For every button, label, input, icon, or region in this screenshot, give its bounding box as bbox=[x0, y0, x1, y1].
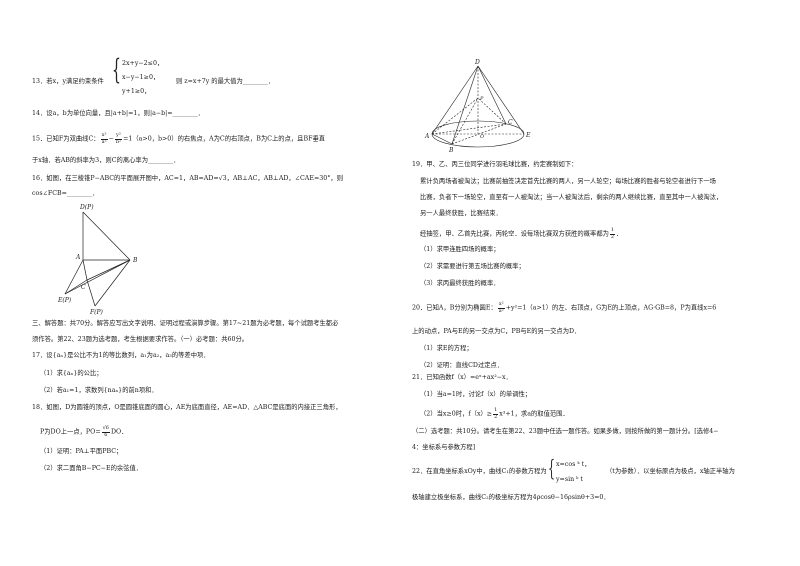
q19-draw-end: ． bbox=[616, 230, 623, 238]
q22-param-y: y=sin ᵏ t bbox=[556, 476, 583, 483]
q16-line-2: cos∠FCB=________． bbox=[32, 190, 99, 197]
q16-label-F: F(P) bbox=[89, 309, 104, 316]
q22-line-1a: 22．在直角坐标系xOy中，曲线C₁的参数方程为 bbox=[412, 468, 547, 475]
q18-line-1: 18．如图，D为圆锥的顶点，O是圆锥底面的圆心，AE为底面直径，AE=AD．△A… bbox=[32, 404, 342, 411]
left-column: 13．若x，y满足约束条件 { 2x+y−2≤0， x−y−1≥0， y+1≥0… bbox=[32, 53, 343, 473]
q15-part-a: 15．已知F为双曲线C： bbox=[32, 135, 100, 143]
q17-part-1: （1）求{aₙ}的公比； bbox=[40, 370, 103, 377]
q18-label-D: D bbox=[474, 59, 480, 66]
q22-line-2: 极轴建立极坐标系，曲线C₂的极坐标方程为4ρcosθ−16ρsinθ+3=0． bbox=[412, 494, 610, 501]
q21-part-2a: （2）当x≥0时，f（x）≥ bbox=[420, 410, 493, 418]
q19-stem: 19．甲、乙、丙三位同学进行羽毛球比赛，约定赛制如下： bbox=[412, 161, 578, 168]
q16-label-D: D(P) bbox=[79, 204, 94, 211]
q20-part-b: +y²=1（a>1）的左、右顶点，G为E的上顶点，AG·GB=8，P为直线x=6 bbox=[505, 304, 717, 312]
q19-rule-2: 比赛，负者下一场轮空，直至有一人被淘汰；当一人被淘汰后，剩余的两人继续比赛，直至… bbox=[420, 194, 723, 201]
q18-part-2: （2）求二面角B−PC−E的余弦值． bbox=[40, 465, 143, 472]
elective-line-1: （二）选考题：共10分。请考生在第22、23题中任选一题作答。如果多做，则按所做… bbox=[412, 428, 719, 435]
q19-rule-1: 累计负两场者被淘汰；比赛前抽签决定首先比赛的两人，另一人轮空；每场比赛的胜者与轮… bbox=[420, 178, 716, 185]
q19-rule-3: 另一人最终获胜，比赛结束． bbox=[420, 210, 502, 217]
q13-prefix: 13．若x，y满足约束条件 bbox=[32, 78, 104, 85]
elective-line-2: 4：坐标系与参数方程] bbox=[412, 444, 476, 451]
q20-part-a: 20．已知A，B分别为椭圆E： bbox=[412, 304, 497, 312]
q15-line-2: 于x轴．若AB的斜率为3，则C的离心率为________． bbox=[32, 157, 180, 164]
q16-label-B: B bbox=[132, 257, 138, 264]
q18-label-P: P bbox=[479, 96, 484, 102]
section3-line-2: 须作答。第22、23题为选考题，考生根据要求作答。（一）必考题：共60分。 bbox=[32, 336, 249, 343]
q15-minus: − bbox=[108, 135, 114, 143]
right-column: D P O A B C E 19．甲、乙、丙三位同学进行羽毛球比赛，约定赛制如下… bbox=[400, 0, 800, 566]
q17-stem: 17．设{aₙ}是公比不为1的等比数列，a₁为a₂，a₃的等差中项． bbox=[32, 352, 210, 359]
q13-constraint-2: x−y−1≥0， bbox=[122, 74, 160, 81]
q16-line-1: 16．如图，在三棱锥P−ABC的平面展开图中，AC=1，AB=AD=√3，AB⊥… bbox=[32, 175, 343, 182]
q19-part-3: （3）求丙最终获胜的概率． bbox=[420, 280, 500, 287]
q19-part-2: （2）求需要进行第五场比赛的概率； bbox=[420, 263, 525, 270]
q17-part-2: （2）若a₁=1，求数列{naₙ}的前n项和． bbox=[40, 387, 158, 394]
q18-cone-figure: D P O A B C E bbox=[424, 59, 531, 154]
q14-text: 14．设a，b为单位向量，且|a+b|=1，则|a−b|=________． bbox=[32, 110, 205, 117]
q20-part-1: （1）求E的方程； bbox=[420, 345, 473, 352]
q18-label-E: E bbox=[525, 132, 531, 139]
q18-label-B: B bbox=[448, 147, 454, 154]
q13-suffix: 则 z=x+7y 的最大值为________． bbox=[176, 78, 275, 85]
q21-part-1: （1）当a=1时，讨论f（x）的单调性； bbox=[420, 391, 532, 398]
q22-param-x: x=cos ᵏ t， bbox=[556, 461, 591, 468]
q18-label-C: C bbox=[508, 119, 513, 126]
q13-constraint-3: y+1≥0， bbox=[122, 88, 151, 95]
q19-draw-text: 经抽签，甲、乙首先比赛，丙轮空．设每场比赛双方获胜的概率都为 bbox=[420, 230, 609, 238]
q15-part-b: =1（a>0，b>0）的右焦点，A为C的右顶点，B为C上的点，且BF垂直 bbox=[123, 135, 326, 143]
q21-stem: 21．已知函数f（x）=eˣ+ax²−x． bbox=[412, 374, 512, 381]
q16-label-C: C bbox=[81, 284, 86, 291]
q16-net-figure: D(P) A B C E(P) F(P) bbox=[57, 204, 138, 316]
q18-label-A: A bbox=[424, 133, 430, 140]
q16-label-E: E(P) bbox=[57, 297, 72, 304]
q13-brace: { bbox=[112, 53, 121, 86]
q22-brace: { bbox=[548, 457, 555, 482]
q13-constraint-1: 2x+y−2≤0， bbox=[122, 60, 164, 67]
q16-label-A: A bbox=[75, 254, 81, 261]
q20-part-2: （2）证明：直线CD过定点． bbox=[420, 362, 504, 369]
q19-part-1: （1）求甲连胜四场的概率； bbox=[420, 246, 500, 253]
q18-part-b2: DO． bbox=[110, 428, 128, 436]
q20-line-2: 上的动点，PA与E的另一交点为C，PB与E的另一交点为D． bbox=[412, 328, 581, 335]
q18-part-1: （1）证明：PA⊥平面PBC； bbox=[40, 448, 123, 455]
section3-line-1: 三、解答题：共70分。解答应写出文字说明、证明过程或演算步骤。第17~21题为必… bbox=[32, 320, 339, 327]
q21-part-2b: x³+1，求a的取值范围． bbox=[499, 410, 569, 418]
q18-label-O: O bbox=[480, 134, 484, 140]
q22-line-1b: （t为参数）．以坐标原点为极点，x轴正半轴为 bbox=[606, 468, 735, 475]
q18-part-b1: P为DO上一点，PO= bbox=[40, 428, 101, 436]
